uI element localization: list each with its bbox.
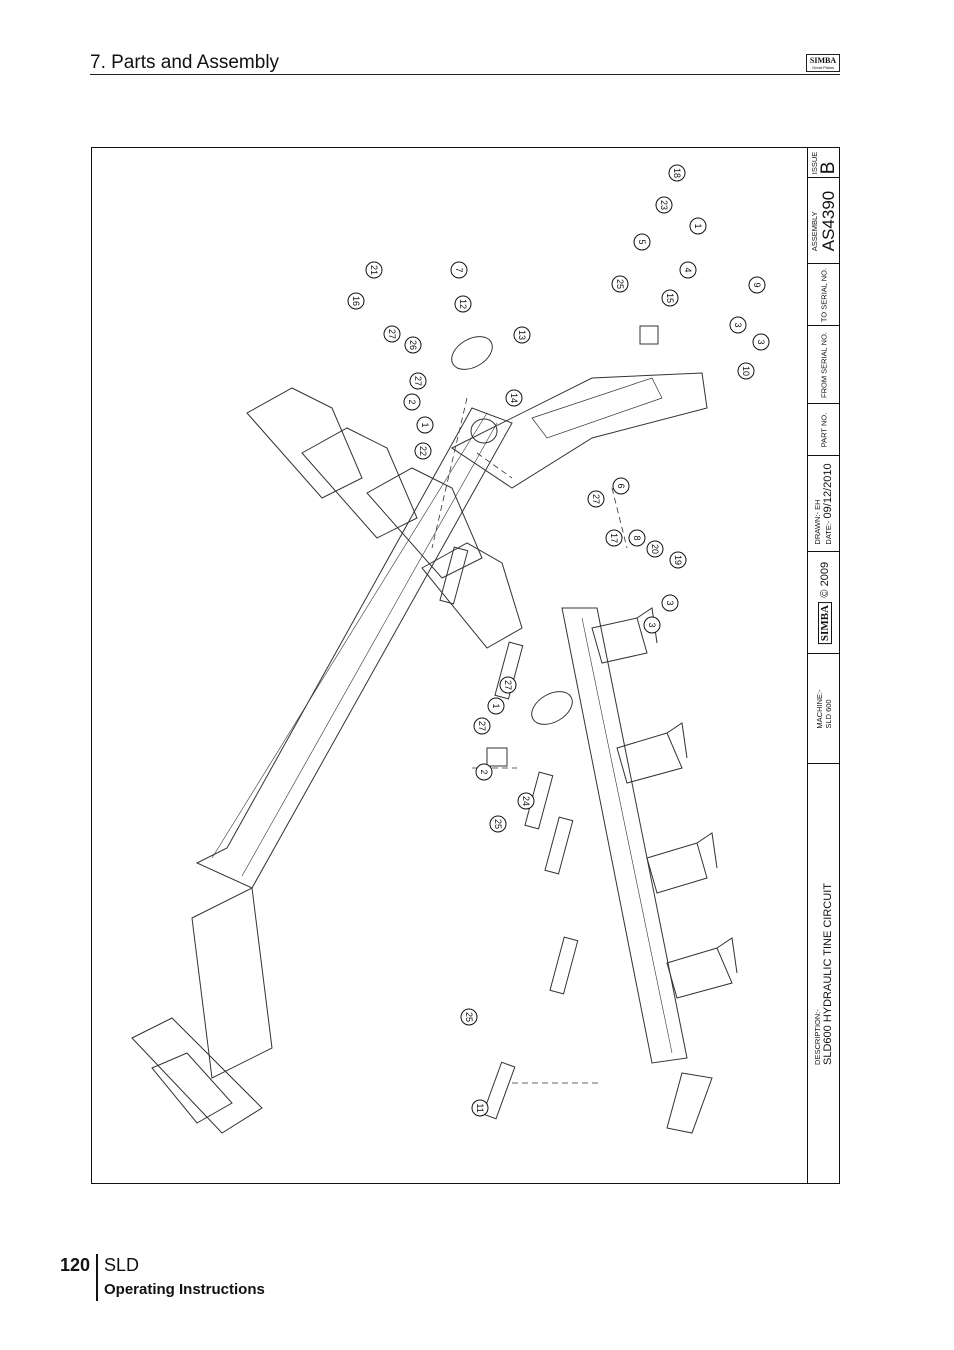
main-beam [195, 407, 513, 889]
callout-12: 12 [458, 299, 468, 309]
arm-4 [421, 542, 523, 649]
title-block-to-serial: TO SERIAL NO. [808, 264, 840, 326]
footer-divider [96, 1254, 98, 1301]
tine-2 [616, 732, 683, 784]
callout-2: 2 [479, 769, 489, 774]
tine-5 [666, 1072, 713, 1134]
callout-19: 19 [673, 555, 683, 565]
simba-logo: SIMBA Great Plains [806, 54, 840, 72]
callout-circles [347, 164, 770, 1117]
section-title: 7. Parts and Assembly [90, 52, 280, 73]
header-rule [90, 74, 840, 75]
callout-6: 6 [616, 483, 626, 488]
headstock [451, 372, 708, 489]
callout-26: 26 [408, 340, 418, 350]
callout-27: 27 [477, 721, 487, 731]
tine-4 [666, 947, 733, 999]
tine-3 [646, 842, 708, 894]
callout-4: 4 [683, 267, 693, 272]
callout-24: 24 [521, 796, 531, 806]
callout-17: 17 [609, 533, 619, 543]
callout-11: 11 [475, 1103, 485, 1112]
callout-27: 27 [387, 329, 397, 339]
tine-bar [561, 607, 688, 1064]
hitch-frame [131, 1017, 263, 1134]
exploded-assembly-drawing: 1823157211216272613251549331027211422627… [131, 164, 770, 1134]
arm-1 [246, 387, 363, 499]
callout-2: 2 [407, 399, 417, 404]
callout-21: 21 [369, 265, 379, 275]
callout-10: 10 [741, 366, 751, 376]
callout-22: 22 [418, 446, 428, 456]
callout-3: 3 [733, 322, 743, 327]
callout-27: 27 [503, 680, 513, 690]
footer-subtitle: Operating Instructions [104, 1281, 265, 1298]
callout-9: 9 [752, 282, 762, 287]
callout-27: 27 [591, 494, 601, 504]
callout-3: 3 [756, 339, 766, 344]
title-block-description: DESCRIPTION:-SLD600 HYDRAULIC TINE CIRCU… [813, 882, 834, 1065]
callout-25: 25 [464, 1012, 474, 1022]
rear-hitch [151, 1052, 233, 1124]
arm-2 [301, 427, 418, 539]
callout-5: 5 [637, 239, 647, 244]
callout-7: 7 [454, 267, 464, 272]
title-block-brand: SIMBA © 2009 [808, 552, 840, 654]
callout-1: 1 [420, 422, 430, 427]
logo-text: SIMBA [809, 55, 837, 65]
callout-15: 15 [665, 293, 675, 303]
callout-13: 13 [517, 330, 527, 340]
callout-18: 18 [672, 168, 682, 178]
callout-labels: 1823157211216272613251549331027211422627… [351, 168, 766, 1113]
callout-25: 25 [615, 279, 625, 289]
tine-1 [591, 617, 648, 664]
callout-14: 14 [509, 393, 519, 403]
callout-3: 3 [647, 622, 657, 627]
footer-product: SLD [104, 1255, 140, 1275]
callout-27: 27 [413, 376, 423, 386]
callout-25: 25 [493, 819, 503, 829]
callout-23: 23 [659, 200, 669, 210]
title-block-from-serial: FROM SERIAL NO. [808, 326, 840, 404]
page-number: 120 [60, 1255, 91, 1275]
callout-16: 16 [351, 296, 361, 306]
logo-subtext: Great Plains [811, 64, 834, 70]
callout-1: 1 [491, 703, 501, 708]
callout-3: 3 [665, 600, 675, 605]
callout-20: 20 [650, 544, 660, 554]
callout-1: 1 [693, 223, 703, 228]
title-block-machine: MACHINE:-SLD 600 [808, 654, 840, 764]
title-block-part-no: PART NO. [808, 404, 840, 456]
callout-8: 8 [632, 535, 642, 540]
